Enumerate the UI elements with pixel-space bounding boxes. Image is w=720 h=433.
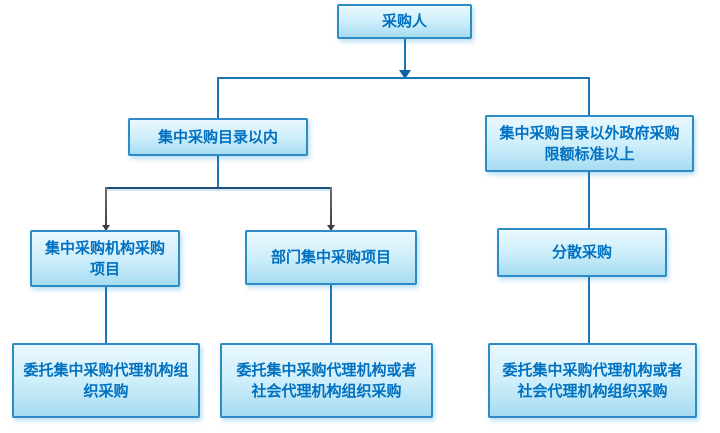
arrow-down-icon: [102, 225, 110, 231]
node-entrust-centralized-or-social-agency-1: 委托集中采购代理机构或者 社会代理机构组织采购: [220, 343, 433, 418]
connector-centralized-agency-stem: [105, 287, 107, 343]
connector-top-split-left-drop: [217, 77, 219, 118]
connector-sub-split-right-drop: [330, 187, 332, 230]
connector-purchaser-stem: [404, 39, 406, 71]
connector-decentralized-stem: [588, 277, 590, 343]
node-departmental-centralized-projects: 部门集中采购项目: [245, 230, 417, 285]
connector-top-split-bar: [217, 77, 590, 79]
node-entrust-centralized-agency: 委托集中采购代理机构组 织采购: [12, 343, 200, 418]
connector-sub-split-left-drop: [105, 187, 107, 230]
connector-within-catalog-stem: [217, 156, 219, 188]
connector-departmental-stem: [330, 285, 332, 343]
node-entrust-centralized-or-social-agency-2: 委托集中采购代理机构或者 社会代理机构组织采购: [488, 343, 697, 418]
arrow-down-icon: [327, 225, 335, 231]
connector-top-split-right-drop: [588, 77, 590, 115]
arrow-down-icon: [399, 70, 411, 79]
node-decentralized-procurement: 分散采购: [497, 228, 667, 277]
node-centralized-agency-projects: 集中采购机构采购 项目: [30, 230, 180, 287]
connector-outside-catalog-stem: [588, 172, 590, 228]
node-outside-catalog-above-quota: 集中采购目录以外政府采购 限额标准以上: [485, 115, 694, 172]
node-purchaser: 采购人: [337, 4, 472, 39]
connector-sub-split-bar: [105, 187, 332, 189]
node-within-centralized-catalog: 集中采购目录以内: [128, 118, 308, 156]
